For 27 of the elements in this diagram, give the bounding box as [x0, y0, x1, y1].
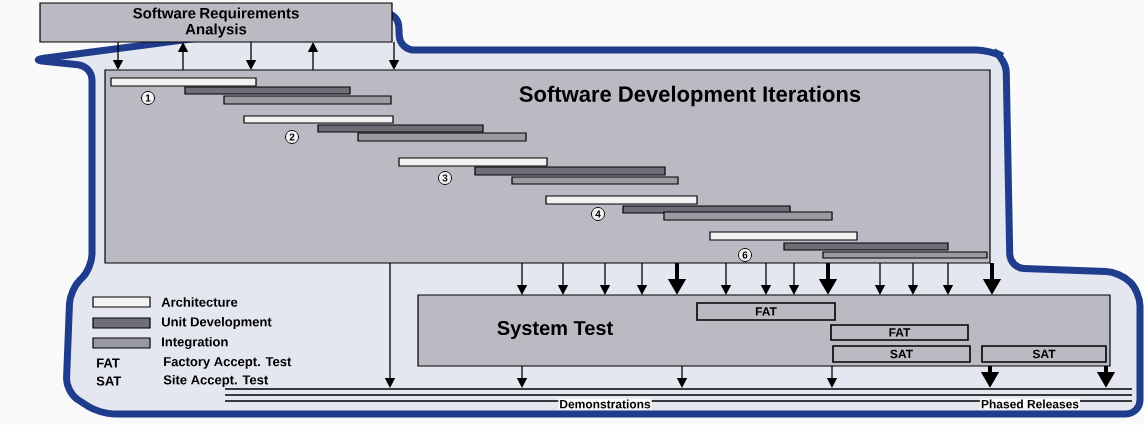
test-bar: FAT: [830, 324, 969, 341]
gantt-bar: [545, 195, 698, 205]
test-bar: SAT: [981, 345, 1107, 363]
gantt-bar: [398, 157, 548, 167]
gantt-bar: [357, 132, 527, 142]
gantt-bar: [511, 176, 679, 185]
gantt-bar: [709, 231, 858, 241]
test-bar: FAT: [696, 302, 836, 321]
abbreviation: SAT: [96, 376, 122, 386]
gantt-bar: [184, 86, 351, 95]
gantt-bar: [317, 124, 484, 133]
abbreviation: FAT: [97, 358, 120, 368]
abbreviation-meaning: Site Accept. Test: [163, 374, 269, 388]
test-bar: SAT: [832, 345, 971, 363]
gantt-bar: [822, 251, 988, 259]
legend-label: Unit Development: [162, 316, 272, 330]
gantt-bar: [663, 211, 833, 221]
process-box: Software Requirements Analysis: [39, 2, 393, 43]
gantt-bar: [110, 77, 257, 87]
legend-label: Integration: [162, 336, 228, 350]
gantt-bar: [783, 242, 949, 251]
legend-label: Architecture: [161, 297, 238, 307]
abbreviation-meaning: Factory Accept. Test: [164, 357, 292, 369]
gantt-bar: [223, 95, 392, 105]
gantt-bar: [243, 115, 394, 124]
release-line: Demonstrations Phased Releases: [224, 388, 1133, 410]
gantt-bar: [474, 166, 666, 176]
